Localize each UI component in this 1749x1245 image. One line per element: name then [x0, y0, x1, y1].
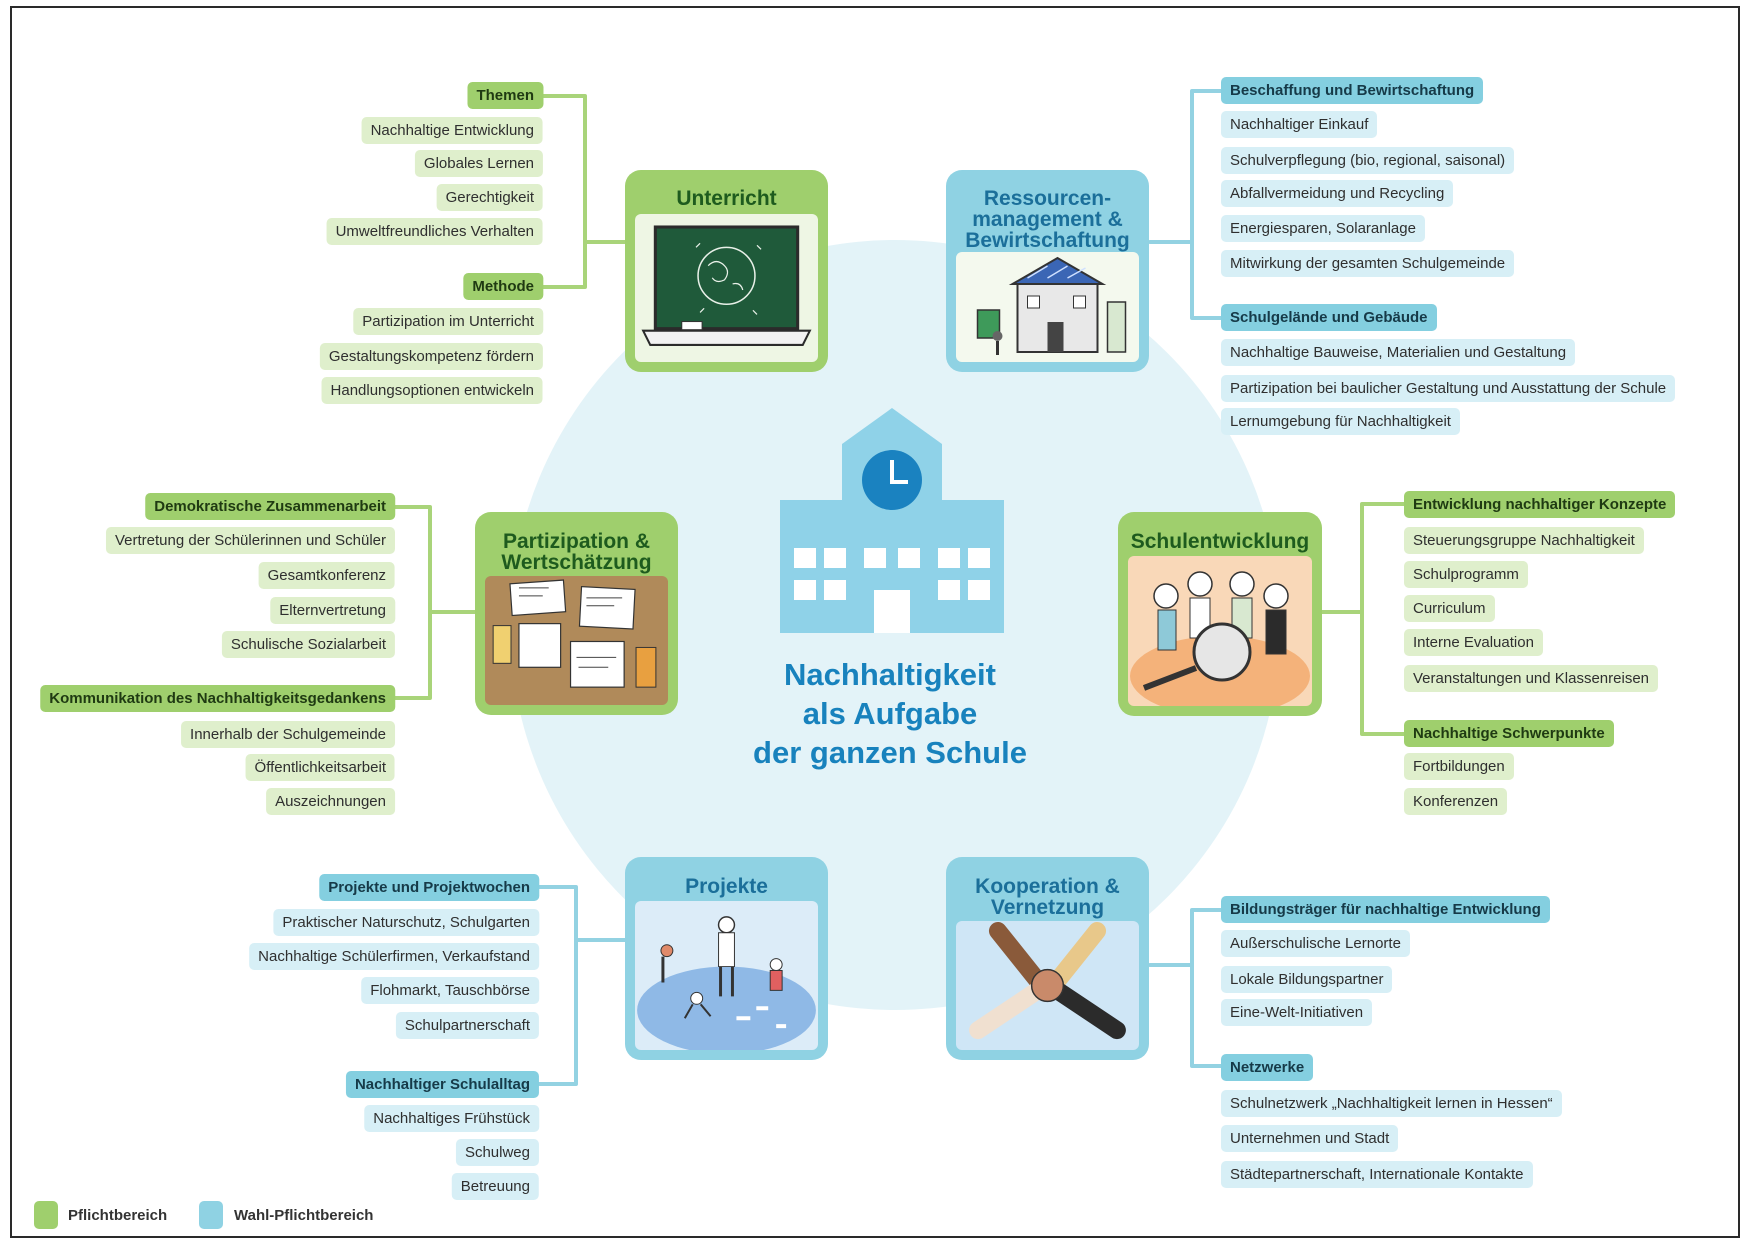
item[interactable]: Energiesparen, Solaranlage [1221, 215, 1425, 242]
item[interactable]: Gesamtkonferenz [258, 562, 395, 589]
legend-label-wahl: Wahl-Pflichtbereich [234, 1207, 374, 1224]
diagram-frame [10, 6, 1740, 1238]
item[interactable]: Veranstaltungen und Klassenreisen [1404, 665, 1659, 692]
item[interactable]: Steuerungsgruppe Nachhaltigkeit [1404, 527, 1644, 554]
item[interactable]: Schulpartnerschaft [395, 1012, 539, 1039]
item[interactable]: Nachhaltige Bauweise, Materialien und Ge… [1221, 339, 1576, 366]
hub-title-kooperation: Kooperation & Vernetzung [975, 875, 1120, 919]
item[interactable]: Schulweg [455, 1139, 539, 1166]
hub-kooperation[interactable]: Kooperation & Vernetzung [946, 857, 1149, 1060]
category-beschaffung[interactable]: Beschaffung und Bewirtschaftung [1221, 77, 1484, 104]
item[interactable]: Schulische Sozialarbeit [221, 631, 395, 658]
item[interactable]: Unternehmen und Stadt [1221, 1125, 1399, 1152]
school-building-icon [780, 408, 1004, 633]
item[interactable]: Betreuung [451, 1173, 539, 1200]
item[interactable]: Flohmarkt, Tauschbörse [361, 977, 539, 1004]
category-themen[interactable]: Themen [467, 82, 543, 109]
category-schwerpunkte[interactable]: Nachhaltige Schwerpunkte [1404, 720, 1614, 747]
pinboard-illustration [485, 576, 668, 705]
item[interactable]: Gerechtigkeit [436, 184, 543, 211]
hub-title-unterricht: Unterricht [676, 187, 777, 210]
item[interactable]: Eine-Welt-Initiativen [1221, 999, 1373, 1026]
center-title: Nachhaltigkeit als Aufgabe der ganzen Sc… [753, 657, 1027, 770]
item[interactable]: Städtepartnerschaft, Internationale Kont… [1221, 1161, 1533, 1188]
category-methode[interactable]: Methode [463, 273, 543, 300]
joined-hands-illustration [956, 921, 1139, 1050]
item[interactable]: Gestaltungskompetenz fördern [319, 343, 543, 370]
item[interactable]: Innerhalb der Schulgemeinde [181, 721, 395, 748]
category-schulalltag[interactable]: Nachhaltiger Schulalltag [345, 1071, 539, 1098]
item[interactable]: Mitwirkung der gesamten Schulgemeinde [1221, 250, 1515, 277]
legend-swatch-wahl [199, 1201, 223, 1229]
item[interactable]: Lernumgebung für Nachhaltigkeit [1221, 408, 1460, 435]
legend-label-pflicht: Pflichtbereich [68, 1207, 168, 1224]
category-konzepte[interactable]: Entwicklung nachhaltiger Konzepte [1404, 491, 1676, 518]
item[interactable]: Interne Evaluation [1404, 629, 1543, 656]
item[interactable]: Schulprogramm [1404, 561, 1528, 588]
kids-project-illustration [635, 901, 818, 1050]
item[interactable]: Schulnetzwerk „Nachhaltigkeit lernen in … [1221, 1090, 1562, 1117]
item[interactable]: Abfallvermeidung und Recycling [1221, 180, 1454, 207]
group-magnifier-illustration [1128, 556, 1312, 706]
hub-title-schulentwicklung: Schulentwicklung [1130, 530, 1310, 553]
hub-title-partizipation: Partizipation & Wertschätzung [501, 530, 652, 574]
legend-swatch-pflicht [34, 1201, 58, 1229]
chalkboard-illustration [635, 214, 818, 362]
hub-title-ressourcen: Ressourcen- management & Bewirtschaftung [965, 187, 1130, 252]
item[interactable]: Nachhaltige Entwicklung [361, 117, 543, 144]
category-netzwerke[interactable]: Netzwerke [1221, 1054, 1314, 1081]
item[interactable]: Curriculum [1404, 595, 1495, 622]
item[interactable]: Partizipation im Unterricht [353, 308, 543, 335]
item[interactable]: Elternvertretung [270, 597, 395, 624]
category-projektwochen[interactable]: Projekte und Projektwochen [319, 874, 539, 901]
item[interactable]: Handlungsoptionen entwickeln [321, 377, 543, 404]
hub-schulentwicklung[interactable]: Schulentwicklung [1118, 512, 1322, 716]
item[interactable]: Lokale Bildungspartner [1221, 966, 1393, 993]
item[interactable]: Globales Lernen [414, 150, 543, 177]
category-demokratie[interactable]: Demokratische Zusammenarbeit [145, 493, 395, 520]
category-gelaende[interactable]: Schulgelände und Gebäude [1221, 304, 1437, 331]
item[interactable]: Schulverpflegung (bio, regional, saisona… [1221, 147, 1515, 174]
item[interactable]: Auszeichnungen [266, 788, 395, 815]
item[interactable]: Öffentlichkeitsarbeit [245, 754, 395, 781]
school-building-illustration [956, 252, 1139, 362]
item[interactable]: Nachhaltige Schülerfirmen, Verkaufstand [249, 943, 539, 970]
item[interactable]: Konferenzen [1404, 788, 1508, 815]
hub-ressourcen[interactable]: Ressourcen- management & Bewirtschaftung [946, 170, 1149, 372]
hub-unterricht[interactable]: Unterricht [625, 170, 828, 372]
item[interactable]: Umweltfreundliches Verhalten [326, 218, 543, 245]
item[interactable]: Praktischer Naturschutz, Schulgarten [273, 909, 539, 936]
hub-partizipation[interactable]: Partizipation & Wertschätzung [475, 512, 678, 715]
item[interactable]: Vertretung der Schülerinnen und Schüler [105, 527, 395, 554]
item[interactable]: Fortbildungen [1404, 753, 1514, 780]
item[interactable]: Außerschulische Lernorte [1221, 930, 1410, 957]
item[interactable]: Nachhaltiges Frühstück [364, 1105, 539, 1132]
category-kommunikation[interactable]: Kommunikation des Nachhaltigkeitsgedanke… [40, 685, 395, 712]
category-bildungstraeger[interactable]: Bildungsträger für nachhaltige Entwicklu… [1221, 896, 1550, 923]
hub-title-projekte: Projekte [685, 875, 768, 898]
hub-projekte[interactable]: Projekte [625, 857, 828, 1060]
item[interactable]: Partizipation bei baulicher Gestaltung u… [1221, 375, 1676, 402]
item[interactable]: Nachhaltiger Einkauf [1221, 111, 1378, 138]
